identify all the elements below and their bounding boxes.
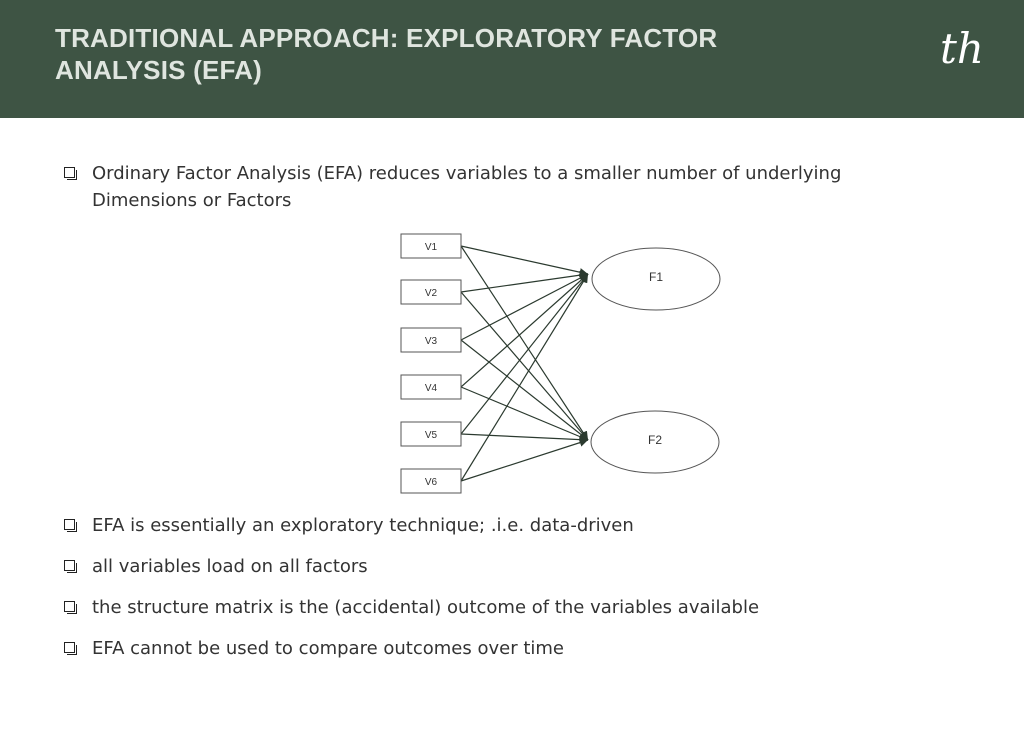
factor-label: F1 [649,270,663,284]
variable-label: V6 [425,477,438,488]
title-line-1: TRADITIONAL APPROACH: EXPLORATORY FACTOR [55,23,718,53]
bullet-text: EFA is essentially an exploratory techni… [92,515,634,536]
bullet-text: Ordinary Factor Analysis (EFA) reduces v… [92,163,842,211]
diagram-edges [460,245,589,482]
variable-node-v6: V6 [400,468,462,494]
edge-v4-f1 [460,273,589,388]
variable-node-v3: V3 [400,327,462,353]
checkbox-bullet-icon [64,167,77,180]
edge-v6-f2 [460,438,589,482]
variable-box [400,374,462,400]
checkbox-bullet-icon [64,642,77,655]
edge-v2-f2 [460,291,589,441]
title-line-2: ANALYSIS (EFA) [55,55,262,85]
checkbox-bullet-icon [64,560,77,573]
variable-node-v4: V4 [400,374,462,400]
bullet-item-compare: EFA cannot be used to compare outcomes o… [64,635,872,662]
variable-label: V1 [425,242,438,253]
th-logo: th [940,28,984,70]
variable-node-v2: V2 [400,279,462,305]
checkbox-bullet-icon [64,519,77,532]
factor-label: F2 [648,433,662,447]
variable-box [400,421,462,447]
variable-label: V3 [425,336,438,347]
bullet-text: all variables load on all factors [92,556,368,577]
bullet-text: EFA cannot be used to compare outcomes o… [92,638,564,659]
variable-label: V4 [425,383,438,394]
edge-v6-f1 [460,273,589,482]
edge-v1-f2 [460,245,589,441]
variable-box [400,233,462,259]
variable-label: V5 [425,430,438,441]
edge-v1-f1 [460,245,589,277]
edge-v4-f2 [460,386,589,441]
variable-label: V2 [425,288,438,299]
edge-v2-f1 [460,271,589,293]
slide-title: TRADITIONAL APPROACH: EXPLORATORY FACTOR… [55,22,855,86]
variable-box [400,327,462,353]
edge-v3-f2 [460,339,589,441]
bullet-text: the structure matrix is the (accidental)… [92,597,760,618]
bullet-item-exploratory: EFA is essentially an exploratory techni… [64,512,872,539]
variable-box [400,279,462,305]
variable-node-v1: V1 [400,233,462,259]
bullet-item-load: all variables load on all factors [64,553,872,580]
edge-v3-f1 [460,273,589,341]
checkbox-bullet-icon [64,601,77,614]
bullet-item-structure: the structure matrix is the (accidental)… [64,594,872,621]
edge-v5-f1 [460,273,589,435]
variable-node-v5: V5 [400,421,462,447]
factor-node-f1: F1 [591,247,721,311]
variable-box [400,468,462,494]
factor-node-f2: F2 [590,410,720,474]
slide-header: TRADITIONAL APPROACH: EXPLORATORY FACTOR… [0,0,1024,118]
logo-text: th [940,24,984,73]
bullet-item-intro: Ordinary Factor Analysis (EFA) reduces v… [64,160,872,214]
edge-v5-f2 [460,433,589,444]
factor-ellipse [590,410,720,474]
factor-ellipse [591,247,721,311]
